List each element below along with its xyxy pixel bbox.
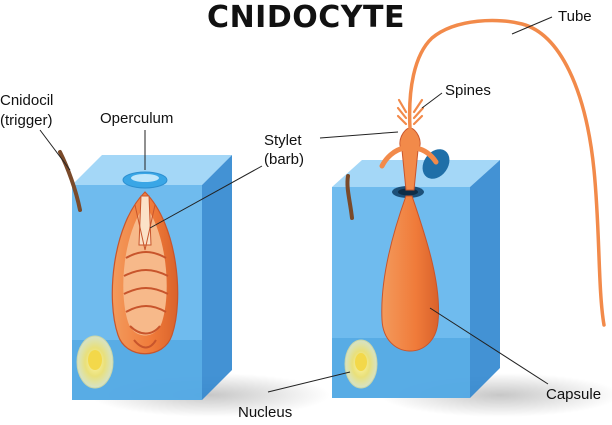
left-cell-block <box>58 150 232 400</box>
right-cnidocil <box>345 174 354 220</box>
diagram-title: CNIDOCYTE <box>207 0 405 35</box>
leader-lines <box>39 16 553 393</box>
label-cnidocil-line2: (trigger) <box>0 112 53 129</box>
leader-stylet-left <box>149 165 263 229</box>
leader-tube <box>511 16 553 35</box>
label-cnidocil-line1: Cnidocil <box>0 92 54 109</box>
spines <box>396 98 425 126</box>
label-tube: Tube <box>558 8 592 25</box>
left-stylet <box>138 195 152 246</box>
everted-tube <box>407 18 606 327</box>
left-cnidocil <box>58 150 82 212</box>
leader-spines <box>421 92 443 109</box>
left-block-side <box>202 155 232 400</box>
label-nucleus: Nucleus <box>238 404 293 421</box>
leader-capsule <box>429 307 549 385</box>
right-cell-block <box>332 18 606 398</box>
right-block-side <box>470 160 500 398</box>
label-capsule: Capsule <box>546 386 602 403</box>
leader-stylet-right <box>319 131 399 139</box>
label-stylet-line2: (barb) <box>264 151 305 168</box>
right-capsule <box>381 195 440 352</box>
label-operculum: Operculum <box>100 110 174 127</box>
label-stylet-line1: Stylet <box>264 132 302 149</box>
label-spines: Spines <box>445 82 491 99</box>
leader-nucleus-left <box>267 371 351 393</box>
left-block-top <box>72 155 232 185</box>
leader-cnidocil <box>39 129 71 171</box>
